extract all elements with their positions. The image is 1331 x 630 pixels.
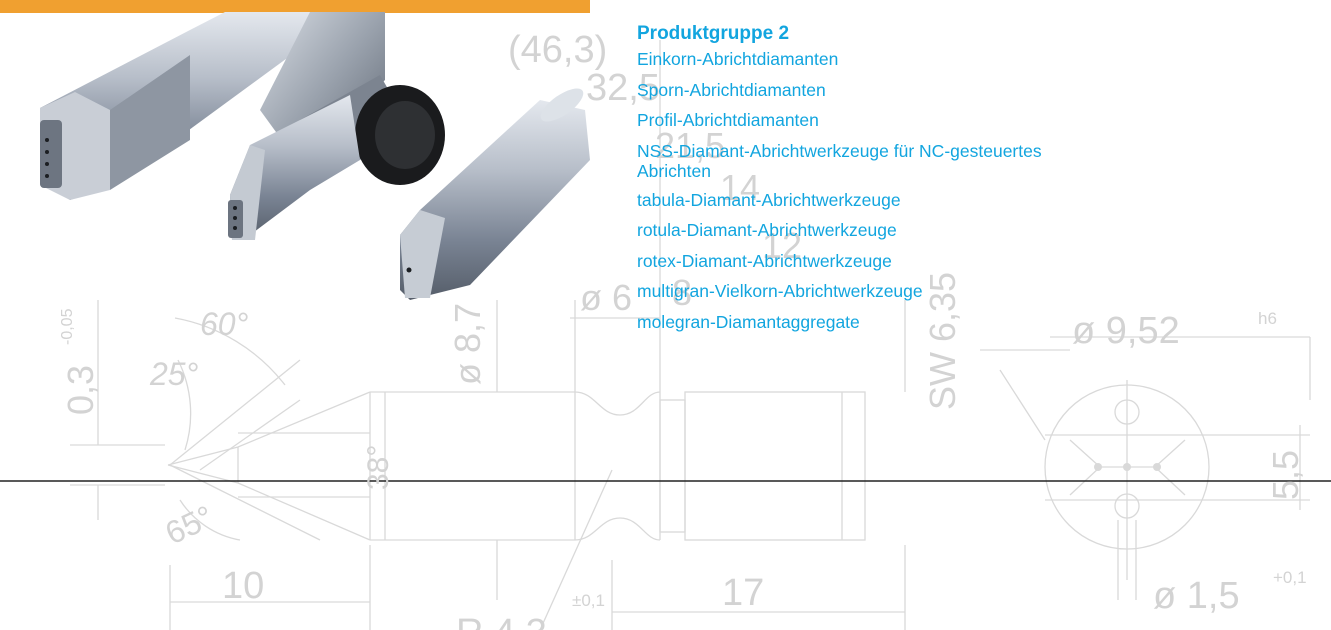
menu-item-multigran[interactable]: multigran-Vielkorn-Abrichtwerkzeuge: [637, 281, 923, 301]
dim-8: 8: [672, 272, 692, 313]
dim-12: 12: [762, 225, 802, 266]
dim-sw: SW 6,35: [922, 272, 963, 410]
menu-title: Produktgruppe 2: [637, 23, 790, 44]
product-menu: Produktgruppe 2 Einkorn-Abrichtdiamanten…: [637, 22, 1057, 342]
dim-46-3: (46,3): [508, 29, 607, 71]
menu-item-profil[interactable]: Profil-Abrichtdiamanten: [637, 110, 819, 130]
drawing-center-dots: [1094, 463, 1161, 471]
dim-0-3: 0,3: [60, 365, 101, 415]
tool-photo-right: [400, 88, 590, 300]
dim-65deg: 65°: [160, 498, 219, 551]
tool-photo-left: [40, 12, 330, 200]
dim-h6: h6: [1258, 309, 1277, 328]
menu-item-molegran[interactable]: molegran-Diamantaggregate: [637, 311, 860, 332]
dim-14: 14: [720, 167, 760, 208]
menu-item-einkorn[interactable]: Einkorn-Abrichtdiamanten: [637, 49, 839, 69]
dim-tol-005: -0,05: [59, 308, 76, 345]
menu-item-tabula[interactable]: tabula-Diamant-Abrichtwerkzeuge: [637, 189, 901, 210]
dim-21-5: 21,5: [655, 125, 725, 166]
orange-header-bar: [0, 0, 590, 13]
menu-list: Einkorn-Abrichtdiamanten Sporn-Abrichtdi…: [637, 49, 1057, 332]
dim-phi-1-5: ø 1,5: [1153, 575, 1240, 617]
dim-phi-6: ø 6: [580, 277, 632, 318]
dim-10: 10: [222, 565, 264, 607]
dim-phi-9-52: ø 9,52: [1072, 310, 1180, 352]
dim-32-5: 32,5: [586, 67, 660, 109]
tool-photo-middle: [228, 12, 445, 240]
dim-phi-8-7: ø 8,7: [447, 303, 488, 385]
dim-r-4-3: R 4,3: [456, 612, 547, 630]
menu-item-sporn[interactable]: Sporn-Abrichtdiamanten: [637, 79, 826, 100]
dim-tol-01-a: ±0,1: [572, 591, 605, 610]
menu-item-nss[interactable]: NSS-Diamant-Abrichtwerkzeuge für NC-gest…: [637, 140, 1042, 181]
dim-17: 17: [722, 572, 764, 614]
dim-25deg: 25°: [149, 356, 199, 392]
menu-item-rotula[interactable]: rotula-Diamant-Abrichtwerkzeuge: [637, 220, 897, 240]
dim-5-5: 5,5: [1265, 450, 1306, 500]
dim-38deg: 38°: [362, 445, 395, 490]
dim-60deg: 60°: [200, 306, 249, 342]
menu-item-rotex[interactable]: rotex-Diamant-Abrichtwerkzeuge: [637, 250, 892, 271]
drawing-lines: [70, 40, 1311, 630]
dim-tol-01-b: +0,1: [1273, 568, 1307, 587]
